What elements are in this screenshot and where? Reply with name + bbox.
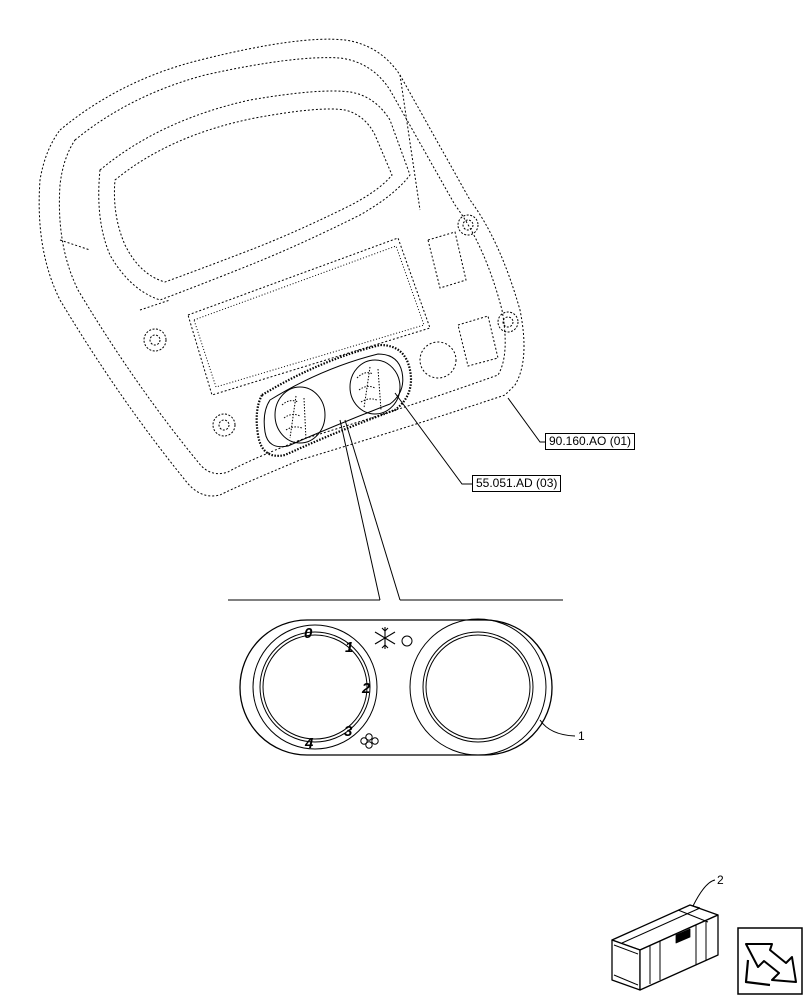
detail-projection-lines: [228, 419, 563, 601]
fan-icon: [360, 733, 379, 749]
dial-number-2: 2: [361, 680, 371, 697]
instrument-panel-housing: [38, 38, 525, 497]
callout-label-1: 1: [578, 729, 585, 743]
display-window: [187, 237, 431, 396]
dial-numbers: 0 1 2 3 4: [304, 625, 371, 752]
right-dial: [409, 618, 547, 756]
dial-number-0: 0: [304, 625, 313, 642]
dial-number-1: 1: [345, 639, 353, 656]
reference-label-90-160[interactable]: 90.160.AO (01): [545, 433, 636, 450]
kit-box-icon: [611, 904, 719, 991]
reference-label-55-051[interactable]: 55.051.AD (03): [472, 475, 562, 492]
left-dial: [252, 624, 378, 750]
dial-number-4: 4: [304, 735, 314, 752]
reference-leaders: [394, 392, 548, 485]
callout-label-2: 2: [717, 873, 724, 887]
dial-number-3: 3: [344, 723, 353, 740]
left-knob-on-panel: [274, 386, 326, 444]
control-panel-detail: [239, 618, 553, 756]
control-pad-on-panel: [255, 343, 413, 457]
panel-switches: [419, 231, 499, 379]
mounting-bosses: [143, 214, 519, 437]
right-knob-on-panel: [349, 359, 401, 415]
callout-2-leader: [692, 879, 716, 907]
callout-1-leader: [539, 719, 576, 737]
indicator-lamp-icon: [401, 635, 413, 647]
return-arrow-icon[interactable]: [737, 927, 803, 995]
snowflake-icon: [374, 627, 396, 649]
